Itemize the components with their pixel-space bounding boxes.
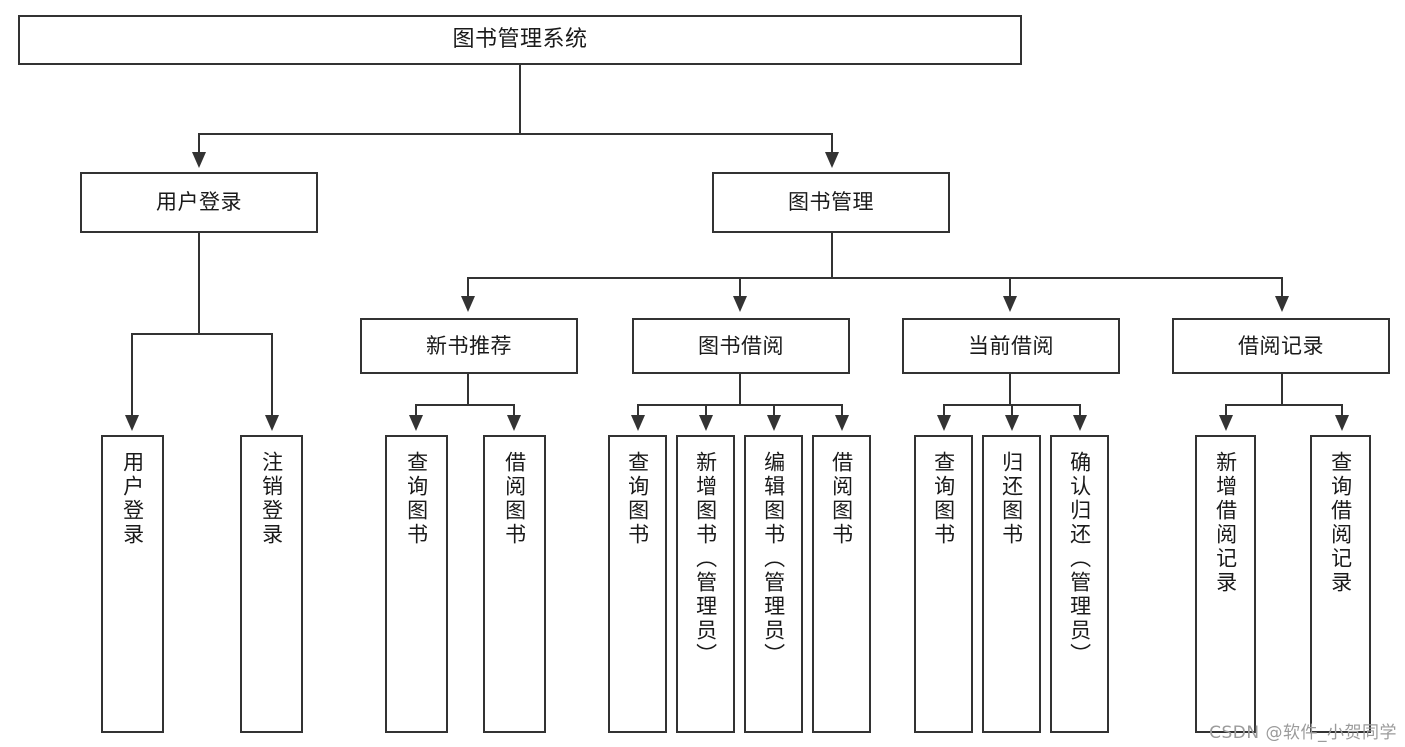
arrowhead-new-book-recommend — [461, 296, 475, 312]
connector-book-management-stem — [831, 233, 833, 277]
node-user-login[interactable]: 用户登录 — [80, 172, 318, 233]
node-label: 当前借阅 — [968, 333, 1054, 358]
connector-bm-to-book-borrow — [739, 277, 741, 297]
arrowhead-bb-query-book — [631, 415, 645, 431]
leaf-user-login-login[interactable]: 用户登录 — [101, 435, 164, 733]
node-label: 用户登录 — [156, 190, 242, 215]
arrowhead-leaf-user-login — [125, 415, 139, 431]
connector-borrow-record-bus — [1225, 404, 1341, 406]
arrowhead-cb-query-book — [937, 415, 951, 431]
arrowhead-leaf-user-logout — [265, 415, 279, 431]
node-borrow-record[interactable]: 借阅记录 — [1172, 318, 1390, 374]
connector-new-book-stem — [467, 374, 469, 404]
connector-bm-to-borrow-record — [1281, 277, 1283, 297]
leaf-current-confirm-return[interactable]: 确认归还（管理员） — [1050, 435, 1109, 733]
arrowhead-br-query-record — [1335, 415, 1349, 431]
connector-root-to-user-login — [198, 133, 200, 153]
node-label: 图书管理系统 — [452, 27, 588, 53]
connector-root-to-book-management — [831, 133, 833, 153]
node-label: 图书借阅 — [698, 333, 784, 358]
leaf-record-query[interactable]: 查询借阅记录 — [1310, 435, 1371, 733]
connector-cb-to-leaf-2 — [1011, 404, 1013, 416]
connector-new-book-bus — [415, 404, 515, 406]
connector-borrow-record-stem — [1281, 374, 1283, 404]
connector-bb-to-leaf-2 — [705, 404, 707, 416]
leaf-user-login-logout[interactable]: 注销登录 — [240, 435, 303, 733]
node-book-management[interactable]: 图书管理 — [712, 172, 950, 233]
node-label: 编辑图书（管理员） — [761, 451, 786, 667]
leaf-borrow-edit-book[interactable]: 编辑图书（管理员） — [744, 435, 803, 733]
leaf-current-return-book[interactable]: 归还图书 — [982, 435, 1041, 733]
node-label: 查询图书 — [404, 451, 429, 547]
node-label: 借阅图书 — [502, 451, 527, 547]
arrowhead-current-borrow — [1003, 296, 1017, 312]
leaf-new-book-borrow[interactable]: 借阅图书 — [483, 435, 546, 733]
arrowhead-br-add-record — [1219, 415, 1233, 431]
node-root-system[interactable]: 图书管理系统 — [18, 15, 1022, 65]
node-current-borrow[interactable]: 当前借阅 — [902, 318, 1120, 374]
connector-book-borrow-stem — [739, 374, 741, 404]
arrowhead-book-borrow — [733, 296, 747, 312]
leaf-current-query-book[interactable]: 查询图书 — [914, 435, 973, 733]
node-label: 借阅记录 — [1238, 333, 1324, 358]
connector-br-to-leaf-2 — [1341, 404, 1343, 416]
node-label: 用户登录 — [120, 451, 145, 547]
node-label: 借阅图书 — [829, 451, 854, 547]
connector-book-management-bus — [467, 277, 1281, 279]
connector-cb-to-leaf-1 — [943, 404, 945, 416]
connector-bm-to-current-borrow — [1009, 277, 1011, 297]
connector-bb-to-leaf-4 — [841, 404, 843, 416]
connector-user-login-to-leaf-1 — [131, 333, 133, 416]
arrowhead-new-book-borrow — [507, 415, 521, 431]
connector-br-to-leaf-1 — [1225, 404, 1227, 416]
node-label: 注销登录 — [259, 451, 284, 547]
leaf-borrow-query-book[interactable]: 查询图书 — [608, 435, 667, 733]
arrowhead-bb-edit-book — [767, 415, 781, 431]
node-new-book-recommend[interactable]: 新书推荐 — [360, 318, 578, 374]
arrowhead-borrow-record — [1275, 296, 1289, 312]
leaf-borrow-borrow-book[interactable]: 借阅图书 — [812, 435, 871, 733]
arrowhead-cb-return-book — [1005, 415, 1019, 431]
arrowhead-cb-confirm-return — [1073, 415, 1087, 431]
node-label: 查询借阅记录 — [1328, 451, 1353, 595]
connector-root-stem — [519, 65, 521, 133]
arrowhead-bb-add-book — [699, 415, 713, 431]
connector-user-login-stem — [198, 233, 200, 333]
connector-new-book-to-leaf-1 — [415, 404, 417, 416]
connector-user-login-to-leaf-2 — [271, 333, 273, 416]
node-label: 确认归还（管理员） — [1067, 451, 1092, 667]
leaf-new-book-query[interactable]: 查询图书 — [385, 435, 448, 733]
node-label: 新增图书（管理员） — [693, 451, 718, 667]
watermark-text: CSDN @软件_小贺同学 — [1209, 723, 1397, 743]
arrowhead-user-login — [192, 152, 206, 168]
node-book-borrow[interactable]: 图书借阅 — [632, 318, 850, 374]
connector-bb-to-leaf-1 — [637, 404, 639, 416]
node-label: 新书推荐 — [426, 333, 512, 358]
node-label: 图书管理 — [788, 190, 874, 215]
arrowhead-bb-borrow-book — [835, 415, 849, 431]
leaf-record-add[interactable]: 新增借阅记录 — [1195, 435, 1256, 733]
arrowhead-book-management — [825, 152, 839, 168]
node-label: 归还图书 — [999, 451, 1024, 547]
leaf-borrow-add-book[interactable]: 新增图书（管理员） — [676, 435, 735, 733]
connector-current-borrow-stem — [1009, 374, 1011, 404]
node-label: 查询图书 — [625, 451, 650, 547]
connector-new-book-to-leaf-2 — [513, 404, 515, 416]
arrowhead-new-book-query — [409, 415, 423, 431]
node-label: 新增借阅记录 — [1213, 451, 1238, 595]
connector-bm-to-new-book — [467, 277, 469, 297]
connector-bb-to-leaf-3 — [773, 404, 775, 416]
node-label: 查询图书 — [931, 451, 956, 547]
connector-user-login-bus — [131, 333, 271, 335]
connector-book-borrow-bus — [637, 404, 841, 406]
connector-cb-to-leaf-3 — [1079, 404, 1081, 416]
connector-root-bus — [198, 133, 831, 135]
